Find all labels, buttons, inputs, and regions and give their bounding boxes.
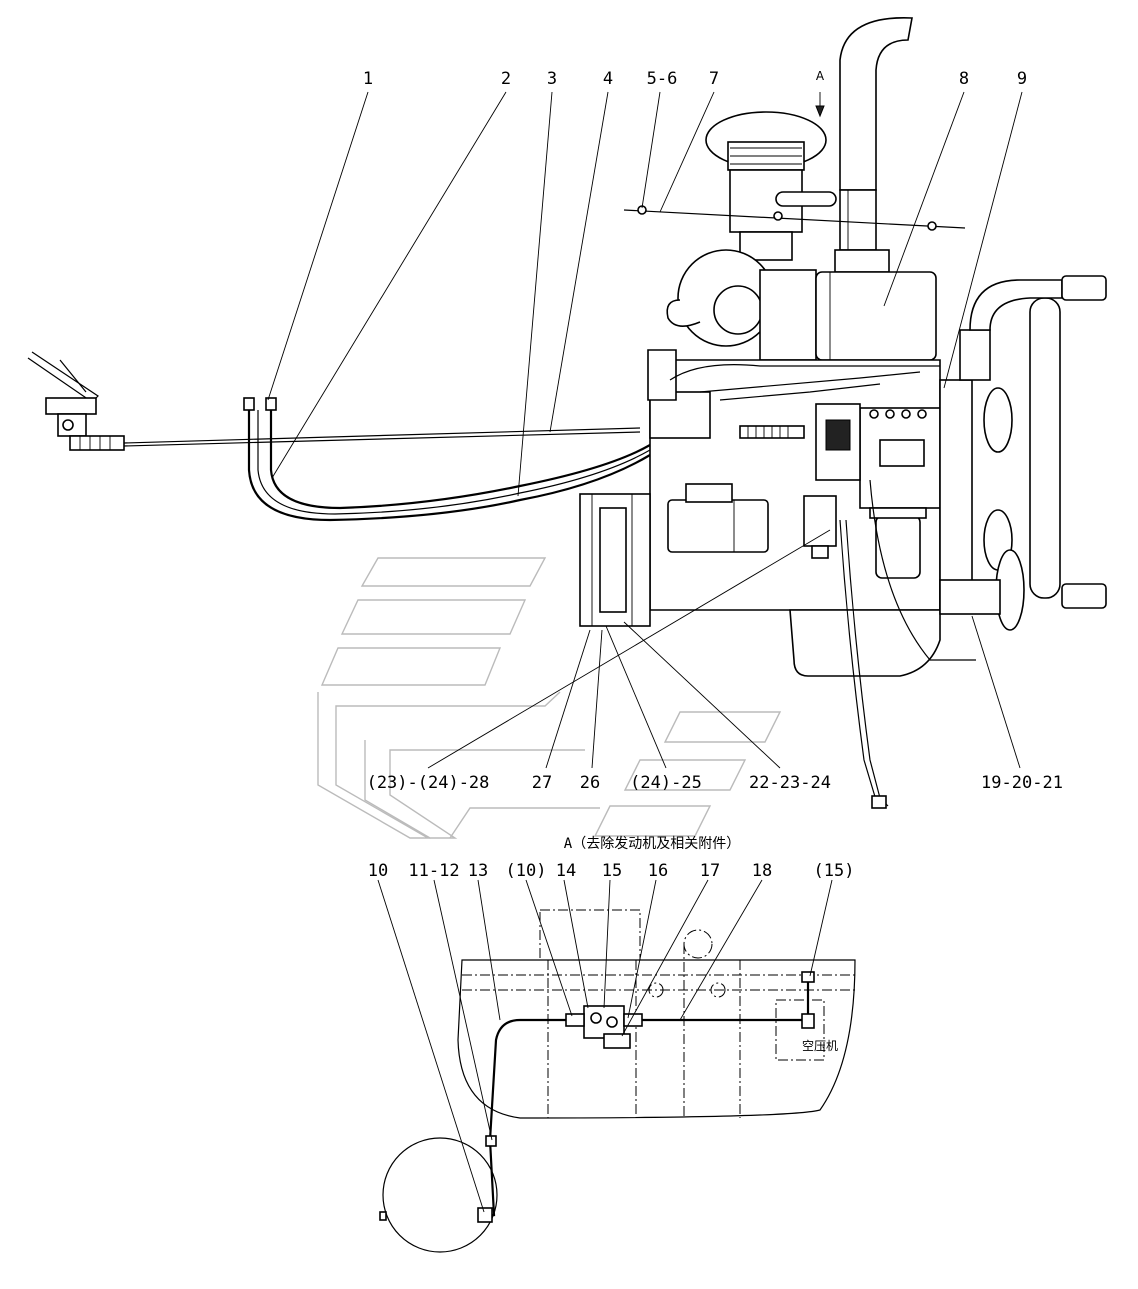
callout-3: 3 bbox=[547, 69, 557, 89]
throttle-cable bbox=[123, 427, 641, 447]
callout-18: 18 bbox=[752, 861, 772, 881]
callout-9: 9 bbox=[1017, 69, 1027, 89]
callout-4: 4 bbox=[603, 69, 613, 89]
callout-22-23-24: 22-23-24 bbox=[749, 773, 831, 793]
callout-13: 13 bbox=[468, 861, 488, 881]
view-caption: A（去除发动机及相关附件） bbox=[564, 836, 740, 852]
callout-10-ref: (10) bbox=[506, 861, 547, 881]
callout-labels-bottom: 10 11-12 13 (10) 14 15 16 17 18 (15) bbox=[368, 861, 855, 881]
chassis-view bbox=[379, 909, 856, 1253]
callout-17: 17 bbox=[700, 861, 720, 881]
callout-5-6: 5-6 bbox=[647, 69, 678, 89]
leader-lines-top bbox=[267, 91, 1023, 497]
callout-23-24-28: (23)-(24)-28 bbox=[367, 773, 490, 793]
callout-19-20-21: 19-20-21 bbox=[981, 773, 1063, 793]
callout-24-25: (24)-25 bbox=[630, 773, 702, 793]
callout-7: 7 bbox=[709, 69, 719, 89]
callout-1: 1 bbox=[363, 69, 373, 89]
callout-15-ref: (15) bbox=[814, 861, 855, 881]
watermark bbox=[317, 557, 782, 839]
callout-labels-top: 1 2 3 4 5-6 7 A 8 9 bbox=[363, 69, 1027, 89]
callout-27: 27 bbox=[532, 773, 552, 793]
fuel-hoses bbox=[243, 397, 651, 522]
callout-labels-mid: (23)-(24)-28 27 26 (24)-25 22-23-24 19-2… bbox=[367, 773, 1063, 793]
leader-lines-mid bbox=[427, 529, 1021, 769]
callout-8: 8 bbox=[959, 69, 969, 89]
engine bbox=[579, 17, 1107, 809]
view-marker-a: A bbox=[816, 69, 825, 83]
callout-26: 26 bbox=[580, 773, 600, 793]
callout-2: 2 bbox=[501, 69, 511, 89]
callout-11-12: 11-12 bbox=[408, 861, 459, 881]
accelerator-pedal bbox=[27, 351, 125, 451]
callout-15: 15 bbox=[602, 861, 622, 881]
callout-10: 10 bbox=[368, 861, 388, 881]
callout-14: 14 bbox=[556, 861, 576, 881]
callout-16: 16 bbox=[648, 861, 668, 881]
compressor-label: 空压机 bbox=[802, 1039, 838, 1053]
leader-lines-bottom bbox=[377, 879, 833, 1213]
